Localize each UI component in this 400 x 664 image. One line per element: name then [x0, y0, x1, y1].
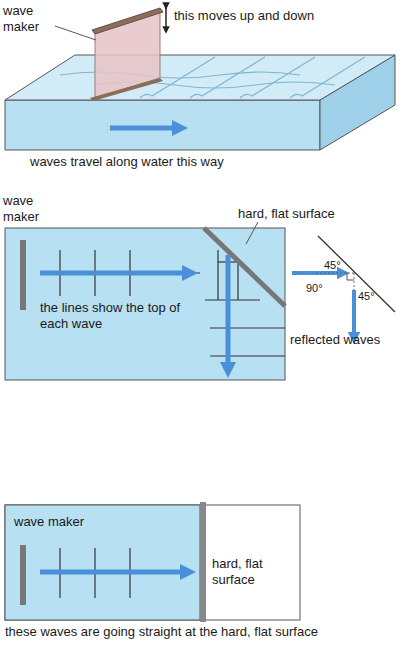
- part-label: wave maker: [3, 3, 51, 34]
- part-label: reflected waves: [290, 332, 395, 348]
- angle-label: 45°: [324, 259, 352, 272]
- surface-label: hard, flat surface: [212, 556, 297, 587]
- part-label: wave maker: [3, 193, 51, 224]
- motion-label: this moves up and down: [174, 8, 394, 24]
- direction-label: waves travel along water this way: [30, 154, 330, 170]
- angle-label: 90°: [306, 282, 334, 295]
- part-label: wave maker: [14, 514, 164, 530]
- angle-label: 45°: [358, 290, 386, 303]
- surface-label: hard, flat surface: [238, 206, 388, 222]
- caption-label: these waves are going straight at the ha…: [5, 624, 335, 640]
- note-label: the lines show the top of each wave: [40, 300, 205, 331]
